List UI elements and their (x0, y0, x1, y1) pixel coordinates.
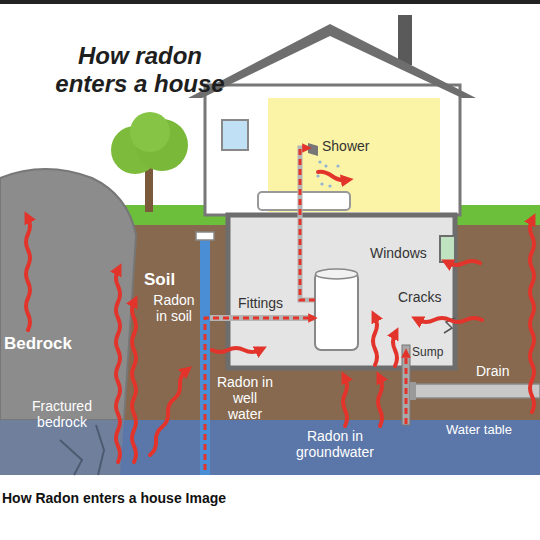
water-pipe (300, 148, 315, 300)
tree-foliage (130, 112, 170, 152)
top-bar (0, 0, 540, 4)
part-label: Windows (370, 245, 434, 261)
part-label: Drain (476, 363, 526, 379)
drain-pipe (414, 384, 540, 398)
diagram-title: How radon enters a house (40, 42, 240, 97)
bedrock-hill (0, 169, 136, 420)
region-label: Fractured bedrock (14, 398, 110, 430)
well-cap (196, 232, 214, 240)
chimney (398, 15, 412, 65)
source-label: Radon in well water (214, 374, 276, 422)
basement (228, 215, 455, 368)
bedrock-fracture (60, 425, 104, 475)
region-label: Soil (144, 270, 189, 290)
image-caption: How Radon enters a house Image (2, 490, 532, 506)
radon-arrows (26, 172, 534, 462)
water-heater-top (316, 269, 358, 279)
part-label: Sump (412, 346, 452, 360)
source-label: Radon in soil (146, 292, 202, 324)
water-heater (315, 272, 358, 350)
drain-cap (410, 382, 416, 400)
radon-in-pipes (205, 148, 406, 470)
house-window (222, 120, 248, 150)
roof (188, 24, 476, 98)
room-label: Shower (322, 138, 384, 154)
region-label: Water table (446, 423, 536, 438)
house-wall (205, 85, 460, 215)
bathtub (258, 192, 350, 210)
shower-head (308, 143, 318, 156)
region-label: Bedrock (4, 334, 84, 354)
basement-window (440, 236, 455, 262)
part-label: Fittings (238, 295, 296, 311)
source-label: Radon in groundwater (283, 428, 387, 460)
part-label: Cracks (398, 289, 452, 305)
sump-pipe (402, 345, 410, 425)
